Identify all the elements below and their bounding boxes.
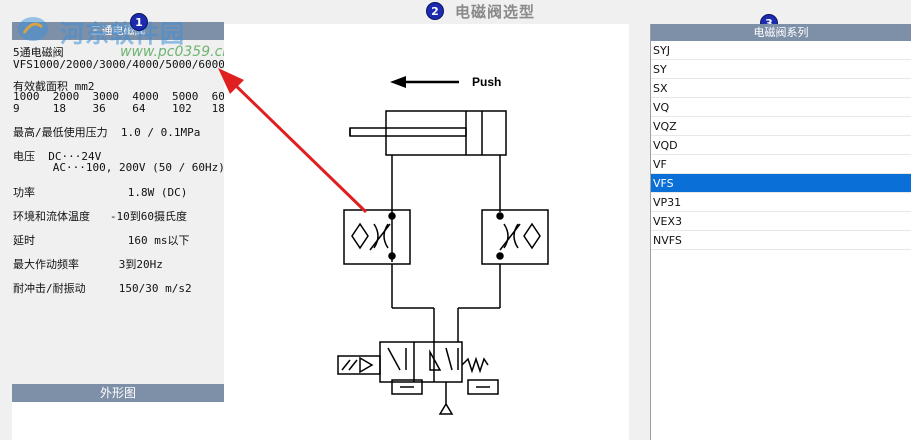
watermark-text: 河东软件园 (60, 19, 185, 48)
valve-diagram: Push (224, 24, 629, 440)
silencer-right (467, 379, 499, 395)
pneumatic-circuit-diagram: Push (337, 75, 549, 415)
spec-line: 最大作动频率 3到20Hz (13, 258, 163, 271)
spec-line: 9 18 36 64 102 180 (13, 102, 232, 115)
flow-control-left (343, 209, 411, 265)
spec-panel: 三通电磁阀 5通电磁阀 VFS1000/2000/3000/4000/5000/… (12, 22, 238, 440)
badge-2: 2 (426, 2, 444, 20)
spec-line: 最高/最低使用压力 1.0 / 0.1MPa (13, 126, 201, 139)
spec-line: 电压 DC···24V (13, 150, 102, 163)
series-item[interactable]: SX (651, 79, 911, 98)
spec-line: 功率 1.8W (DC) (13, 186, 188, 199)
supply-port-icon (438, 402, 454, 415)
badge-1: 1 (130, 13, 148, 31)
solenoid-icon (337, 355, 381, 375)
spec-line: VFS1000/2000/3000/4000/5000/6000 (13, 58, 225, 71)
spec-line: 耐冲击/耐振动 150/30 m/s2 (13, 282, 192, 295)
push-label: Push (472, 75, 501, 89)
series-item[interactable]: SYJ (651, 41, 911, 60)
spec-line: AC···100, 200V (50 / 60Hz) (13, 161, 225, 174)
series-item[interactable]: VF (651, 155, 911, 174)
page-title: 电磁阀选型 (455, 3, 536, 21)
push-arrowhead-icon (390, 76, 406, 88)
outline-image-area (12, 402, 224, 440)
series-item[interactable]: VQZ (651, 117, 911, 136)
series-item[interactable]: NVFS (651, 231, 911, 250)
silencer-left (391, 379, 423, 395)
spec-line: 有效截面积 mm2 (13, 80, 95, 93)
flow-control-right (481, 209, 549, 265)
spec-line: 5通电磁阀 (13, 46, 64, 59)
spec-line: 延时 160 ms以下 (13, 234, 190, 247)
series-item[interactable]: VP31 (651, 193, 911, 212)
watermark-url: www.pc0359.cn (120, 44, 232, 60)
series-item[interactable]: VQ (651, 98, 911, 117)
spring-icon (461, 356, 489, 374)
outline-header: 外形图 (12, 384, 224, 402)
series-panel: 电磁阀系列 SYJ SY SX VQ VQZ VQD VF VFS VP31 V… (650, 24, 911, 440)
series-item[interactable]: VEX3 (651, 212, 911, 231)
series-item[interactable]: SY (651, 60, 911, 79)
series-panel-header: 电磁阀系列 (651, 24, 911, 41)
watermark-logo-icon (18, 17, 48, 41)
cylinder-body (385, 110, 507, 156)
series-item-selected[interactable]: VFS (651, 174, 911, 193)
spec-line: 环境和流体温度 -10到60摄氏度 (13, 210, 187, 223)
series-item[interactable]: VQD (651, 136, 911, 155)
spec-line: 1000 2000 3000 4000 5000 6000 (13, 90, 239, 103)
